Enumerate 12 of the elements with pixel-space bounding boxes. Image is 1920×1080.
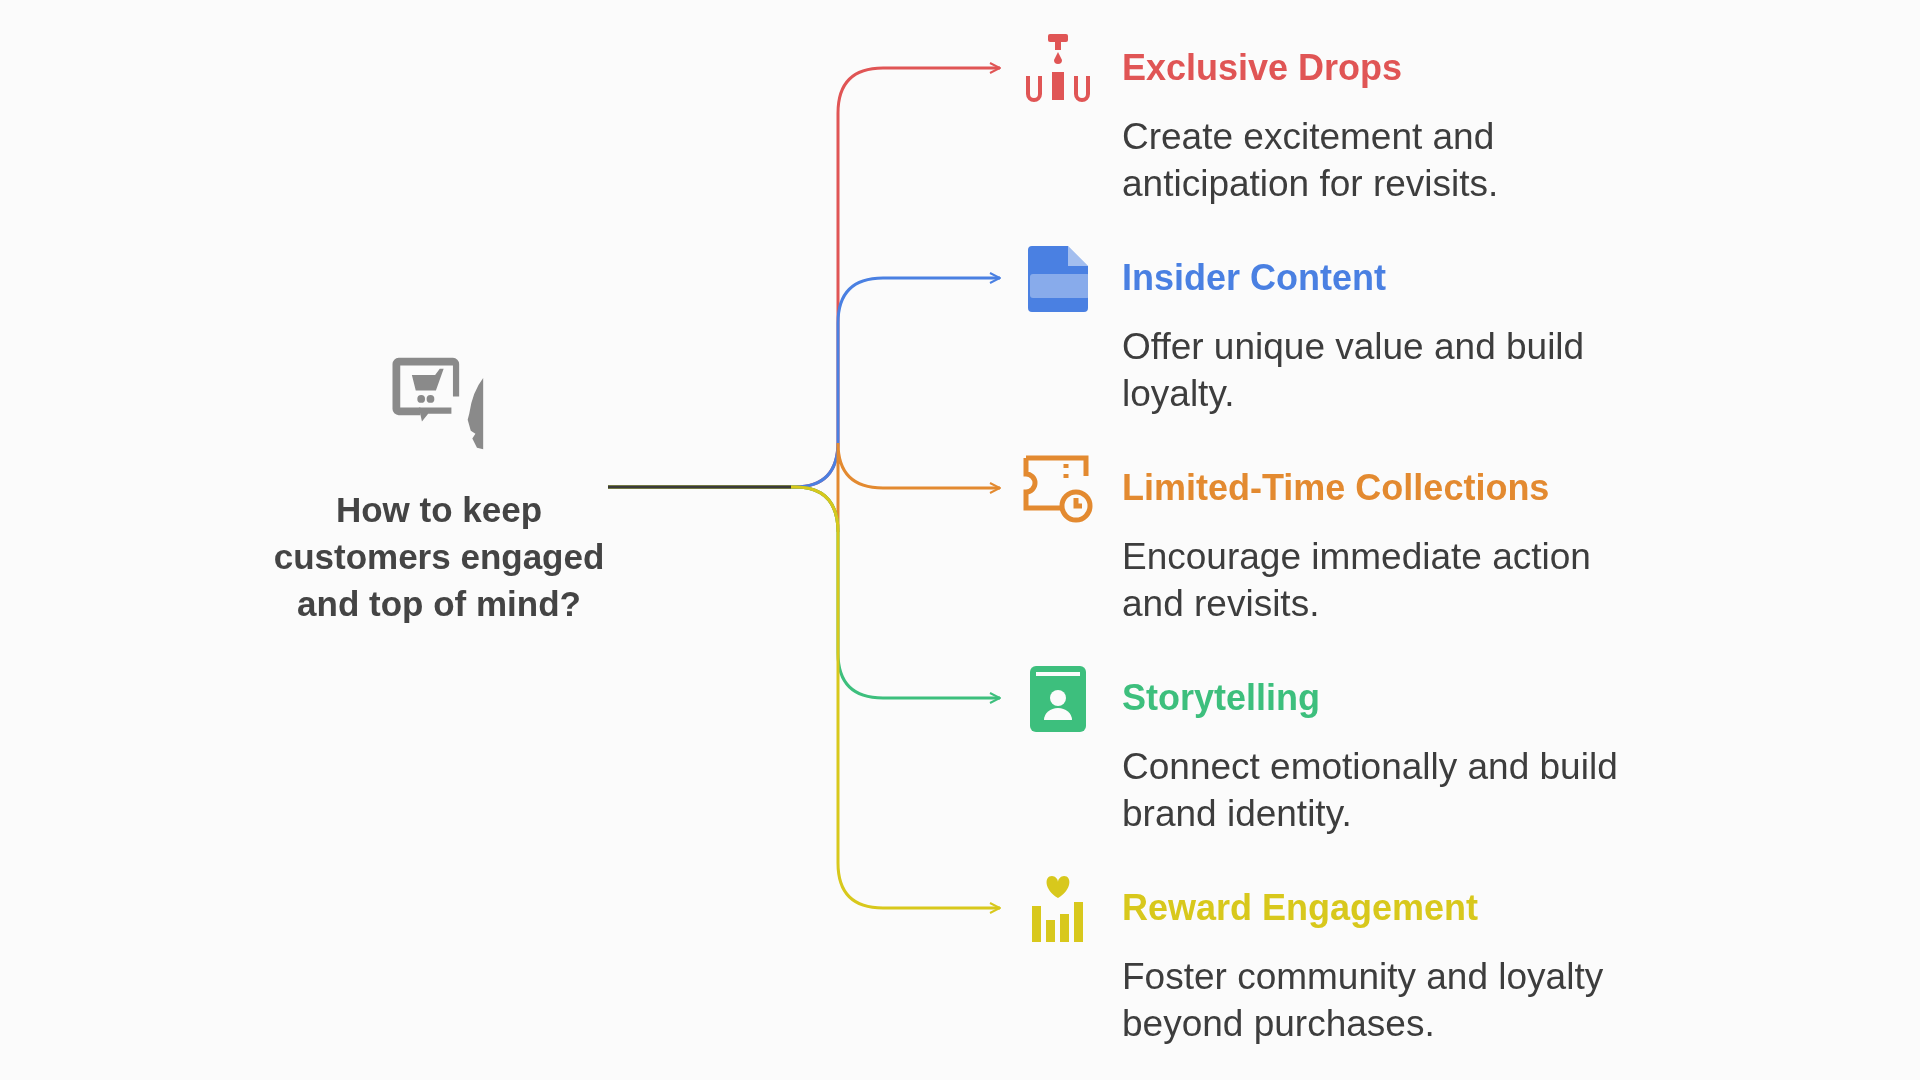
branch-description: Foster community and loyalty beyond purchases. <box>1122 955 1605 1046</box>
branch-title: Insider Content <box>1122 256 1386 300</box>
branch-title: Reward Engagement <box>1122 886 1479 930</box>
branch-title: Exclusive Drops <box>1122 46 1403 90</box>
trunk-line <box>608 485 791 489</box>
question-text: How to keep customers engaged and top of mind? <box>272 489 606 625</box>
branch-title: Limited-Time Collections <box>1122 466 1550 510</box>
branch-title: Storytelling <box>1122 676 1321 720</box>
branch-description: Connect emotionally and build brand identity. <box>1122 745 1619 836</box>
branch-description: Create excitement and anticipation for revisits. <box>1122 115 1500 206</box>
branch-description: Offer unique value and build loyalty. <box>1122 325 1586 416</box>
branch-description: Encourage immediate action and revisits. <box>1122 535 1592 626</box>
